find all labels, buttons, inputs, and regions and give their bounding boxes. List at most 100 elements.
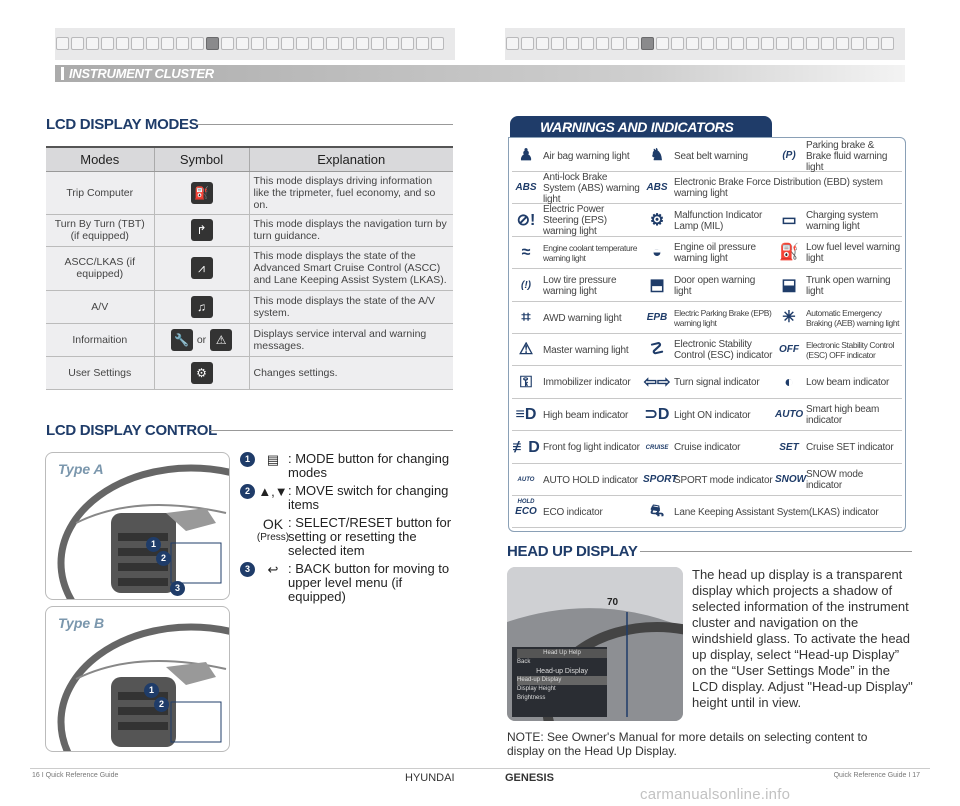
warning-item: ♟Air bag warning light [512, 140, 643, 172]
warning-item: ♞Seat belt warning [643, 140, 775, 172]
smart-high-beam-icon: AUTO [775, 409, 804, 421]
chapter-tab-icon[interactable] [221, 37, 234, 50]
chapter-tab-icon[interactable] [191, 37, 204, 50]
warning-label: Electric Power Steering (EPS) warning li… [543, 204, 607, 238]
master-warning-icon: ⚠ [518, 341, 534, 359]
table-row: ASCC/LKAS (if equipped) ⩘ This mode disp… [46, 246, 453, 291]
chapter-tab-icon[interactable] [71, 37, 84, 50]
chapter-tab-icon[interactable] [251, 37, 264, 50]
warning-label: Low fuel level warning light [806, 242, 900, 265]
chapter-tab-icon[interactable] [776, 37, 789, 50]
warning-item: ⇦⇨Turn signal indicator [643, 367, 775, 399]
warning-label: Electronic Brake Force Distribution (EBD… [674, 177, 883, 200]
chapter-tab-icon[interactable] [416, 37, 429, 50]
warning-label: Door open warning light [674, 274, 756, 297]
chapter-tab-icon[interactable] [671, 37, 684, 50]
chapter-tab-icon[interactable] [641, 37, 654, 50]
warning-label: Engine coolant temperature warning light [543, 243, 638, 264]
chapter-tab-icon[interactable] [176, 37, 189, 50]
mode-name: ASCC/LKAS (if equipped) [46, 246, 154, 291]
chapter-tab-icon[interactable] [701, 37, 714, 50]
chapter-tab-icon[interactable] [731, 37, 744, 50]
warning-icon: ⚠ [210, 328, 233, 351]
chapter-tab-icon[interactable] [206, 37, 219, 50]
warning-row: ⚠ Master warning light ☡Electronic Stabili… [512, 334, 902, 367]
chapter-tab-icon[interactable] [506, 37, 519, 50]
chapter-tab-icon[interactable] [596, 37, 609, 50]
chapter-tab-icon[interactable] [401, 37, 414, 50]
section-header-bar: INSTRUMENT CLUSTER [55, 65, 905, 82]
chapter-tab-icon[interactable] [656, 37, 669, 50]
warning-item: ⬒Door open warning light [643, 270, 775, 302]
chapter-tab-icon[interactable] [236, 37, 249, 50]
steering-wheel-type-a: Type A 1 2 3 [45, 452, 230, 600]
warning-item: (P)Parking brake & Brake fluid warning l… [775, 140, 902, 173]
chapter-tab-icon[interactable] [836, 37, 849, 50]
chapter-tab-icon[interactable] [371, 37, 384, 50]
chapter-tab-icon[interactable] [626, 37, 639, 50]
cruise-icon: CRUISE [645, 444, 669, 451]
chapter-tab-icon[interactable] [806, 37, 819, 50]
chapter-tab-icon[interactable] [86, 37, 99, 50]
music-note-icon: ♫ [190, 295, 213, 318]
chapter-tab-icon[interactable] [341, 37, 354, 50]
chapter-tab-icon[interactable] [356, 37, 369, 50]
chapter-tab-icon[interactable] [791, 37, 804, 50]
eco-icon: ECO [515, 506, 537, 518]
chapter-tab-icon[interactable] [686, 37, 699, 50]
chapter-tab-icon[interactable] [311, 37, 324, 50]
mode-explanation: Changes settings. [249, 356, 453, 390]
lane-icon: ⩘ [190, 257, 213, 279]
callout-3: 3 [170, 581, 185, 596]
chapter-tab-icon[interactable] [611, 37, 624, 50]
chapter-tab-icon[interactable] [716, 37, 729, 50]
engine-icon: ⚙ [649, 211, 665, 229]
chapter-tab-icon[interactable] [881, 37, 894, 50]
chapter-tab-icon[interactable] [851, 37, 864, 50]
chapter-tab-icon[interactable] [536, 37, 549, 50]
warning-label: Immobilizer indicator [543, 377, 631, 389]
chapter-tab-icon[interactable] [551, 37, 564, 50]
chapter-tab-icon[interactable] [521, 37, 534, 50]
callout-2: 2 [240, 484, 255, 499]
watermark: carmanualsonline.info [640, 786, 791, 803]
lkas-icon: ⛐ [650, 503, 664, 521]
chapter-tab-icon[interactable] [566, 37, 579, 50]
chapter-tab-icon[interactable] [746, 37, 759, 50]
warning-item: ⛽Low fuel level warning light [775, 237, 902, 269]
chapter-tab-icon[interactable] [161, 37, 174, 50]
chapter-tab-icon[interactable] [56, 37, 69, 50]
chapter-tab-icon[interactable] [101, 37, 114, 50]
hud-description: The head up display is a transparent dis… [692, 567, 913, 710]
chapter-tab-icon[interactable] [386, 37, 399, 50]
warning-label: Turn signal indicator [674, 377, 760, 389]
chapter-tab-icon[interactable] [281, 37, 294, 50]
warning-item: ☡Electronic Stability Control (ESC) indi… [643, 334, 775, 366]
footer-page-left: 16 I Quick Reference Guide [32, 772, 119, 779]
chapter-tab-icon[interactable] [296, 37, 309, 50]
chapter-tab-icon[interactable] [266, 37, 279, 50]
warnings-heading: WARNINGS AND INDICATORS [510, 116, 772, 138]
column-header: Modes [46, 146, 154, 172]
chapter-tab-icon[interactable] [116, 37, 129, 50]
warning-label: Charging system warning light [806, 209, 879, 232]
chapter-tab-icon[interactable] [146, 37, 159, 50]
chapter-tab-icon[interactable] [821, 37, 834, 50]
warning-label: Master warning light [543, 344, 629, 356]
immobilizer-icon: ⚿ [519, 373, 533, 391]
menu-item: Back [517, 659, 531, 665]
chapter-tab-icon[interactable] [866, 37, 879, 50]
warning-item: ⚿ Immobilizer indicator [512, 367, 643, 399]
table-row: Informaition 🔧or⚠ Displays service inter… [46, 323, 453, 357]
chapter-tab-icon[interactable] [761, 37, 774, 50]
set-icon: SET [779, 441, 799, 453]
table-row: Turn By Turn (TBT) (if equipped) ↱ This … [46, 214, 453, 247]
chapter-tab-icon[interactable] [326, 37, 339, 50]
chapter-tab-icon[interactable] [581, 37, 594, 50]
chapter-tab-icon[interactable] [431, 37, 444, 50]
lcd-modes-table: Modes Symbol Explanation Trip Computer ⛽… [46, 146, 453, 390]
chapter-tab-icon[interactable] [131, 37, 144, 50]
